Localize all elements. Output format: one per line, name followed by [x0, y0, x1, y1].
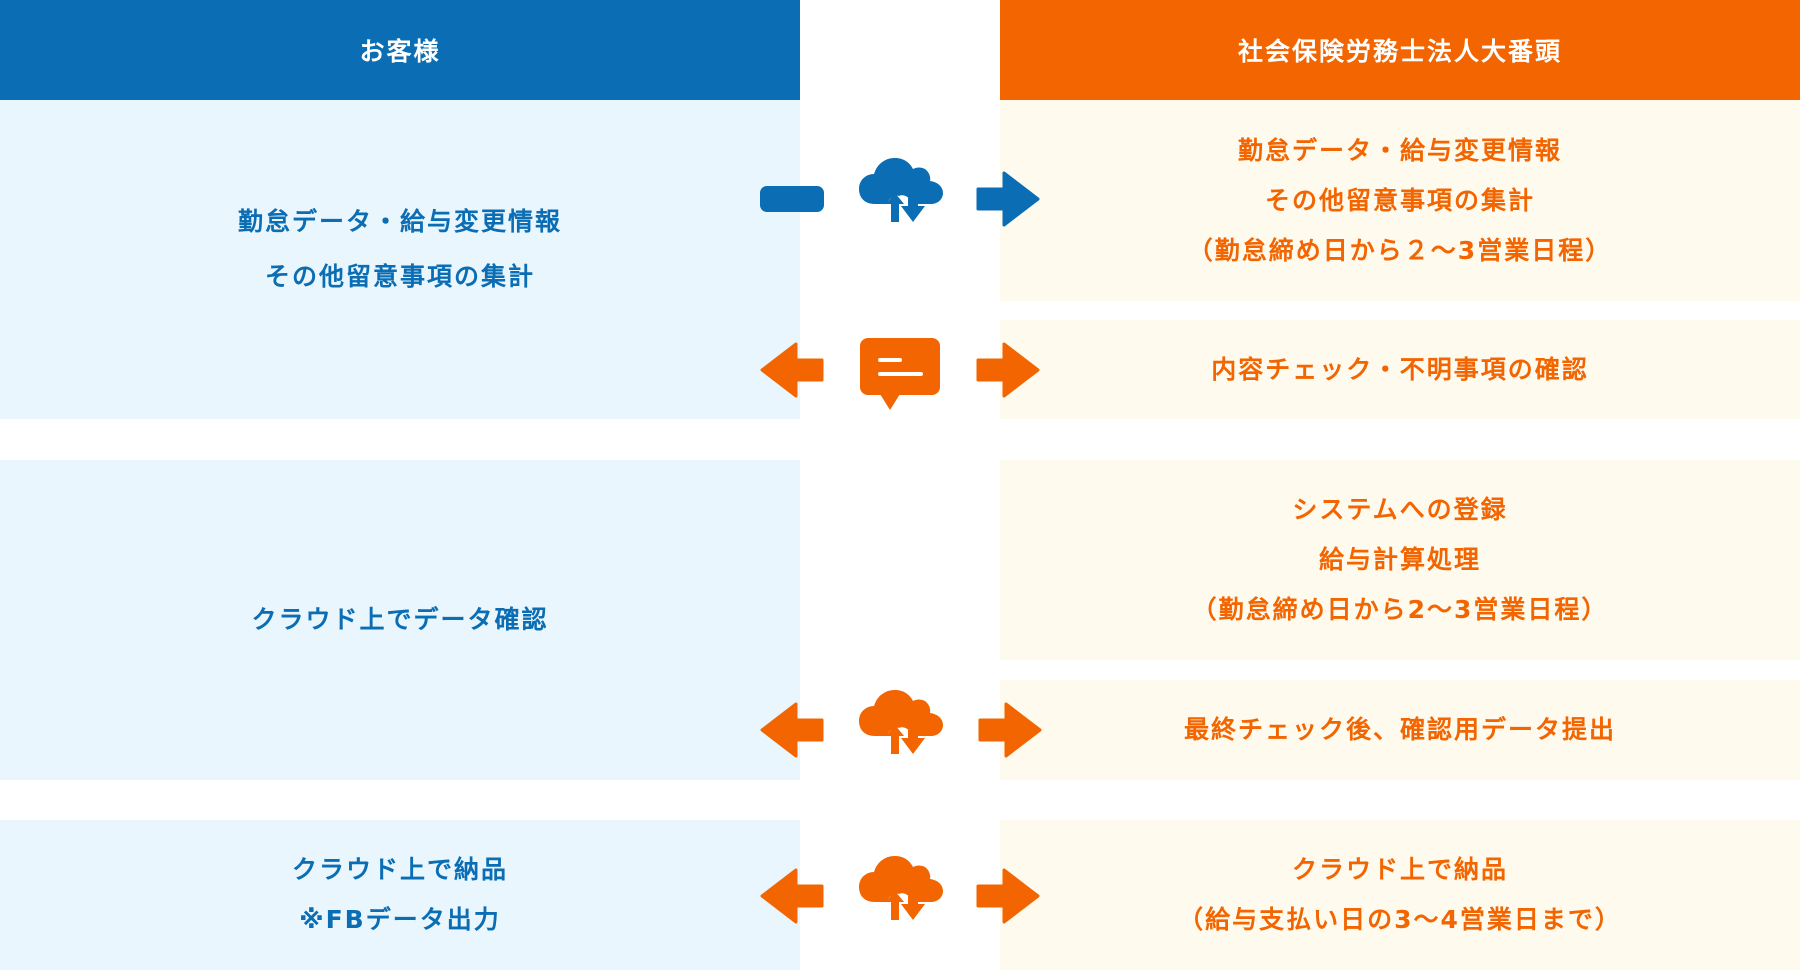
- text-line: （給与支払い日の3～4営業日まで）: [1178, 905, 1622, 934]
- text-line: （勤怠締め日から2～3営業日程）: [1191, 595, 1609, 624]
- cloud-upload-download-icon: [857, 690, 945, 770]
- customer-step3: クラウド上で納品 ※FBデータ出力: [0, 820, 800, 970]
- text-line: その他留意事項の集計: [1264, 185, 1535, 215]
- text-line: （勤怠締め日から２～3営業日程）: [1187, 235, 1613, 265]
- cloud-upload-download-icon: [857, 856, 945, 936]
- firm-step1a: 勤怠データ・給与変更情報 その他留意事項の集計 （勤怠締め日から２～3営業日程）: [1000, 100, 1800, 301]
- header-customer: お客様: [0, 0, 800, 100]
- firm-step3: クラウド上で納品 （給与支払い日の3～4営業日まで）: [1000, 820, 1800, 970]
- customer-step2: クラウド上でデータ確認: [0, 460, 800, 780]
- arrow-right-icon: [978, 702, 1042, 758]
- arrow-left-icon: [760, 342, 824, 398]
- text-line: 最終チェック後、確認用データ提出: [1183, 715, 1616, 744]
- firm-step2b: 最終チェック後、確認用データ提出: [1000, 680, 1800, 780]
- cloud-upload-download-icon: [857, 158, 945, 238]
- arrow-right-icon: [976, 868, 1040, 924]
- arrow-left-icon: [760, 702, 824, 758]
- text-line: 勤怠データ・給与変更情報: [1237, 135, 1562, 165]
- dash-connector-icon: [760, 186, 824, 212]
- text-line: クラウド上で納品: [291, 855, 508, 884]
- text-line: 勤怠データ・給与変更情報: [237, 207, 562, 236]
- arrow-right-icon: [976, 342, 1040, 398]
- text-line: システムへの登録: [1292, 495, 1508, 524]
- chat-bubble-icon: [860, 338, 940, 410]
- text-line: クラウド上でデータ確認: [251, 605, 549, 634]
- firm-step1b: 内容チェック・不明事項の確認: [1000, 320, 1800, 419]
- header-firm: 社会保険労務士法人大番頭: [1000, 0, 1800, 100]
- firm-step2a: システムへの登録 給与計算処理 （勤怠締め日から2～3営業日程）: [1000, 460, 1800, 660]
- arrow-right-icon: [976, 171, 1040, 227]
- text-line: 給与計算処理: [1318, 545, 1481, 574]
- text-line: 内容チェック・不明事項の確認: [1211, 354, 1589, 384]
- text-line: その他留意事項の集計: [264, 262, 535, 291]
- customer-step1: 勤怠データ・給与変更情報 その他留意事項の集計: [0, 100, 800, 419]
- arrow-left-icon: [760, 868, 824, 924]
- text-line: ※FBデータ出力: [299, 905, 501, 934]
- text-line: クラウド上で納品: [1291, 855, 1508, 884]
